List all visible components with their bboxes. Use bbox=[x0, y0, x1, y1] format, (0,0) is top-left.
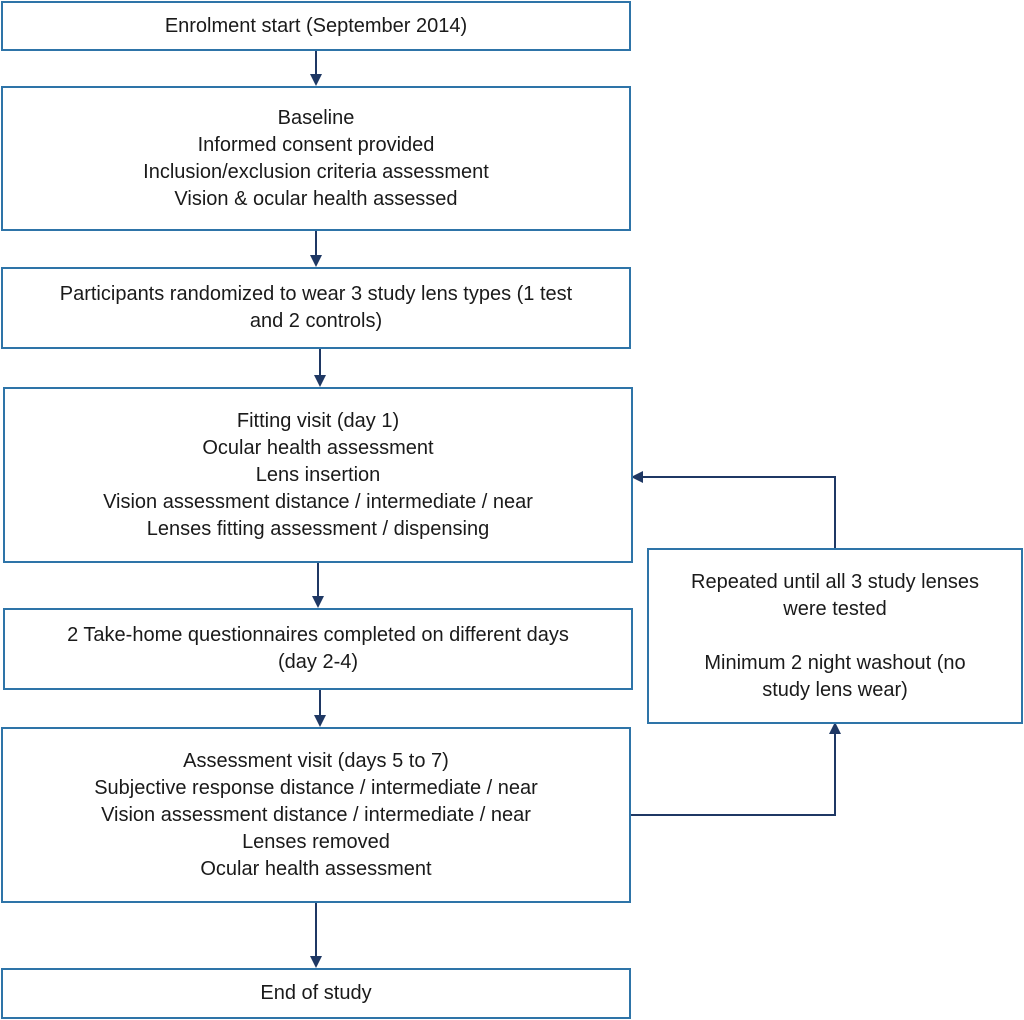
assessment-subjective-response: Subjective response distance / intermedi… bbox=[94, 776, 538, 799]
assessment-visit-title: Assessment visit (days 5 to 7) bbox=[183, 749, 449, 772]
repeat-note-box: Repeated until all 3 study lenses were t… bbox=[647, 548, 1023, 724]
repeat-note-line-2: were tested bbox=[783, 597, 887, 620]
randomization-line-1: Participants randomized to wear 3 study … bbox=[59, 283, 573, 305]
fitting-dispensing: Lenses fitting assessment / dispensing bbox=[146, 517, 490, 540]
end-of-study-text: End of study bbox=[260, 982, 372, 1004]
baseline-box: Baseline Informed consent provided Inclu… bbox=[1, 86, 631, 231]
baseline-vision: Vision & ocular health assessed bbox=[174, 187, 458, 210]
assessment-visit-box: Assessment visit (days 5 to 7) Subjectiv… bbox=[1, 727, 631, 903]
fitting-lens-insertion: Lens insertion bbox=[255, 463, 381, 486]
fitting-ocular-health: Ocular health assessment bbox=[202, 436, 434, 459]
enrolment-box: Enrolment start (September 2014) bbox=[1, 1, 631, 51]
repeat-note-line-3: Minimum 2 night washout (no bbox=[704, 651, 966, 674]
repeat-note-line-4: study lens wear) bbox=[762, 678, 908, 701]
enrolment-text: Enrolment start (September 2014) bbox=[164, 14, 468, 37]
end-of-study-box: End of study bbox=[1, 968, 631, 1019]
questionnaires-line-2: (day 2-4) bbox=[277, 651, 359, 673]
randomization-box: Participants randomized to wear 3 study … bbox=[1, 267, 631, 349]
questionnaires-box: 2 Take-home questionnaires completed on … bbox=[3, 608, 633, 690]
assessment-vision: Vision assessment distance / intermediat… bbox=[101, 803, 531, 826]
assessment-ocular-health: Ocular health assessment bbox=[200, 857, 432, 880]
questionnaires-line-1: 2 Take-home questionnaires completed on … bbox=[67, 624, 569, 646]
arrow-repeat-note-to-fitting bbox=[631, 471, 836, 548]
fitting-vision-assessment: Vision assessment distance / intermediat… bbox=[103, 490, 533, 513]
fitting-visit-box: Fitting visit (day 1) Ocular health asse… bbox=[3, 387, 633, 563]
assessment-lenses-removed: Lenses removed bbox=[242, 830, 390, 853]
arrow-assessment-to-repeat-note bbox=[631, 722, 841, 816]
baseline-title: Baseline bbox=[277, 106, 355, 129]
randomization-line-2: and 2 controls) bbox=[249, 310, 383, 332]
baseline-consent: Informed consent provided bbox=[197, 133, 435, 156]
baseline-criteria: Inclusion/exclusion criteria assessment bbox=[143, 160, 489, 183]
fitting-visit-title: Fitting visit (day 1) bbox=[236, 409, 400, 432]
repeat-note-line-1: Repeated until all 3 study lenses bbox=[691, 570, 979, 593]
